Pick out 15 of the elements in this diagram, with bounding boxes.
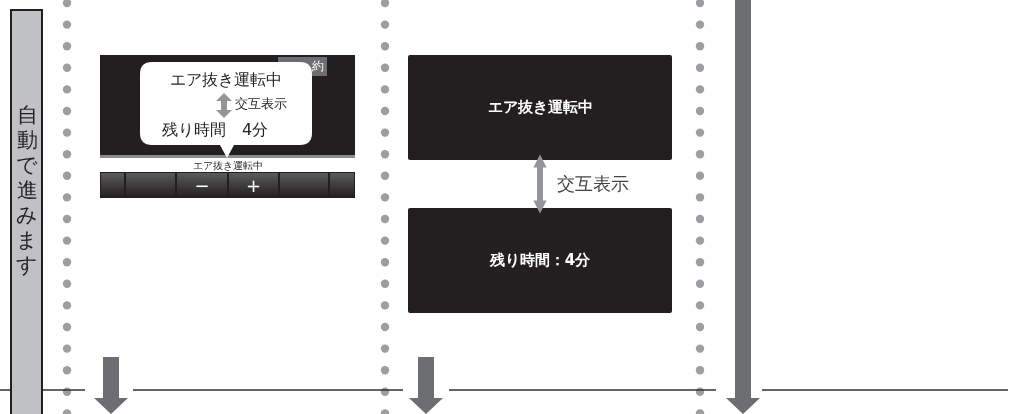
display-screen bbox=[408, 208, 672, 313]
bubble-text: 交互表示 bbox=[235, 96, 287, 112]
side-label-box bbox=[10, 9, 43, 414]
panel-button: − bbox=[177, 173, 227, 197]
double-arrow bbox=[533, 154, 547, 214]
bubble-text: エア抜き運転中 bbox=[169, 70, 283, 90]
screen-text: エア抜き運転中 bbox=[487, 98, 593, 117]
speech-bubble bbox=[140, 62, 312, 158]
side-label: 自動で進みます bbox=[16, 103, 38, 278]
status-text: エア抜き運転中 bbox=[191, 159, 264, 172]
display-screen bbox=[408, 55, 672, 160]
edge-label: 交互表示 bbox=[557, 173, 629, 195]
bubble-text: 残り時間 4分 bbox=[162, 120, 269, 140]
screen-text: 残り時間：4分 bbox=[489, 251, 591, 270]
panel-button: + bbox=[229, 173, 278, 197]
